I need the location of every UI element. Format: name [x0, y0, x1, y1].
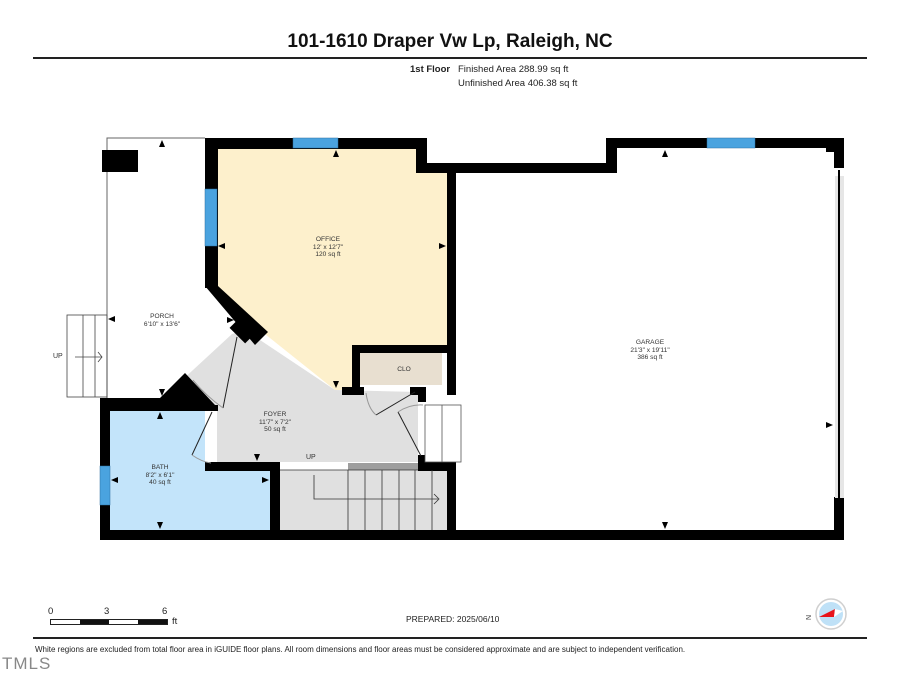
footer-divider: [33, 637, 867, 639]
room-name: CLO: [397, 366, 411, 373]
header-divider: [33, 57, 867, 59]
room-foyer: FOYER 11'7" x 7'2" 50 sq ft: [259, 411, 291, 434]
room-area: 40 sq ft: [149, 479, 171, 487]
floor-summary: 1st Floor Finished Area 288.99 sq ft Unfi…: [410, 63, 577, 91]
dimension-markers: [108, 140, 833, 529]
disclaimer: White regions are excluded from total fl…: [35, 645, 686, 654]
porch-post: [102, 150, 138, 172]
porch-stairs: [66, 314, 108, 398]
scale-bar-graphic: [50, 619, 168, 625]
scale-unit: ft: [172, 616, 178, 627]
office-floor: [217, 148, 448, 390]
room-dimensions: 12' x 12'7": [312, 243, 344, 251]
north-compass-icon: N: [806, 598, 847, 630]
unfinished-area: Unfinished Area 406.38 sq ft: [458, 78, 578, 89]
scale-tick-0: 0: [48, 606, 54, 617]
room-dimensions: 6'10" x 13'6": [143, 320, 181, 328]
room-bath: BATH 8'2" x 6'1" 40 sq ft: [146, 464, 175, 487]
room-area: 50 sq ft: [264, 426, 286, 434]
porch-outline: [106, 137, 205, 398]
garage-door: [835, 170, 844, 498]
bath-floor: [110, 408, 272, 530]
stairs-floor: [280, 470, 448, 530]
scale-tick-3: 3: [104, 606, 110, 617]
closet-floor: [360, 352, 442, 385]
room-area: 120 sq ft: [315, 251, 341, 259]
windows: [99, 137, 756, 506]
floor-label: 1st Floor: [410, 64, 451, 75]
foyer-stairs: [280, 463, 440, 530]
finished-area: Finished Area 288.99 sq ft: [458, 64, 569, 75]
room-name: BATH: [151, 464, 169, 471]
room-name: PORCH: [150, 313, 174, 320]
foyer-floor: [180, 330, 418, 470]
room-office: OFFICE 12' x 12'7" 120 sq ft: [313, 236, 343, 259]
garage-steps: [424, 404, 462, 463]
porch-stairs-up-label: UP: [53, 353, 63, 360]
room-area: 386 sq ft: [637, 354, 663, 362]
room-dimensions: 11'7" x 7'2": [258, 418, 292, 426]
room-name: GARAGE: [635, 339, 665, 346]
door-swings: [191, 336, 424, 464]
room-dimensions: 21'3" x 19'11": [630, 346, 670, 354]
compass-north-label: N: [806, 615, 813, 620]
room-name: FOYER: [263, 411, 287, 418]
page-title: 101-1610 Draper Vw Lp, Raleigh, NC: [287, 31, 613, 52]
mls-watermark: TMLS: [2, 654, 52, 673]
room-name: OFFICE: [315, 236, 341, 243]
foyer-stairs-up-label: UP: [306, 454, 316, 461]
scale-tick-6: 6: [162, 606, 168, 617]
garage-floor: [455, 146, 835, 530]
room-closet: CLO: [397, 366, 411, 374]
room-garage: GARAGE 21'3" x 19'11" 386 sq ft: [630, 339, 669, 362]
room-dimensions: 8'2" x 6'1": [145, 471, 175, 479]
prepared-date: PREPARED: 2025/06/10: [406, 614, 500, 624]
room-porch: PORCH 6'10" x 13'6": [144, 313, 180, 328]
